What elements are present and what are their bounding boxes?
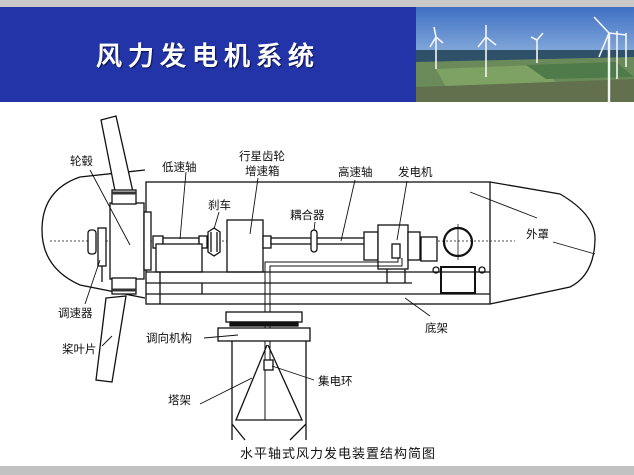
label-hub: 轮毂 xyxy=(70,154,93,168)
label-governor: 调速器 xyxy=(58,306,93,320)
label-low-speed-shaft: 低速轴 xyxy=(162,160,197,174)
label-slip-ring: 集电环 xyxy=(318,374,353,388)
label-generator: 发电机 xyxy=(398,165,433,179)
coupling xyxy=(310,229,318,253)
label-blade: 桨叶片 xyxy=(62,342,97,356)
wind-turbine-diagram xyxy=(41,115,596,441)
label-yaw-mechanism: 调向机构 xyxy=(146,331,192,345)
hub xyxy=(109,202,145,280)
page-title: 风力发电机系统 xyxy=(95,42,320,72)
label-brake: 刹车 xyxy=(208,198,231,212)
diagram-caption: 水平轴式风力发电装置结构简图 xyxy=(240,447,437,462)
label-nacelle-cover: 外罩 xyxy=(526,227,549,241)
wind-farm-photo xyxy=(416,7,634,102)
top-strip xyxy=(0,0,634,7)
yaw-mechanism xyxy=(217,327,311,342)
bottom-bar xyxy=(0,466,634,475)
label-high-speed-shaft: 高速轴 xyxy=(338,165,373,179)
nose-cone xyxy=(41,169,146,299)
slip-ring xyxy=(263,359,274,371)
label-tower: 塔架 xyxy=(168,393,191,407)
label-base-frame: 底架 xyxy=(425,321,448,335)
label-coupling: 耦合器 xyxy=(290,208,325,222)
label-gearbox-line1: 行星齿轮 xyxy=(239,149,285,163)
gearbox xyxy=(226,219,264,273)
title-banner xyxy=(0,7,416,102)
nacelle-cover xyxy=(489,181,596,305)
label-gearbox-line2: 增速箱 xyxy=(245,164,280,178)
